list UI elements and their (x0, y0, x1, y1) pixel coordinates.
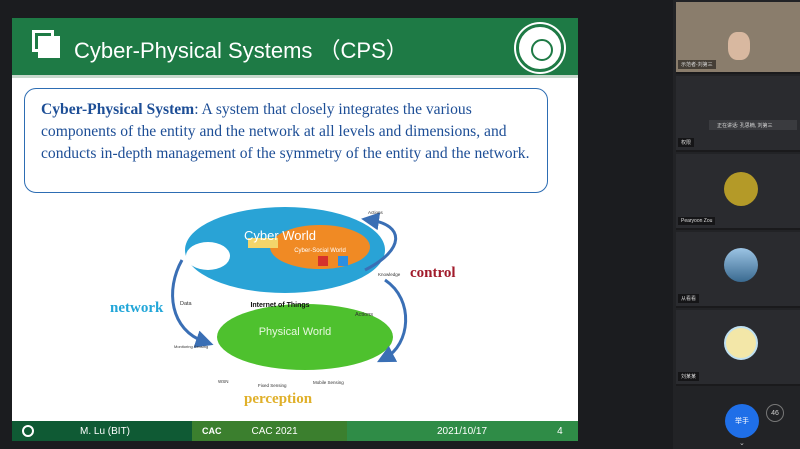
participant-name: 刘某某 (678, 372, 700, 381)
speaker-face (728, 32, 750, 60)
university-logo (516, 24, 564, 72)
participant-tile[interactable]: 正在讲话: 孔思楠, 刘第三 权限 (676, 76, 800, 152)
data-label: Data (180, 301, 193, 307)
participant-name: Pearyoon Zou (678, 217, 716, 225)
speaking-banner: 正在讲话: 孔思楠, 刘第三 (709, 120, 797, 130)
avatar (724, 248, 758, 282)
perception-label: perception (244, 391, 313, 407)
square-icon (38, 36, 60, 58)
participant-name: 权限 (678, 138, 695, 147)
actions-right-label: Actions (355, 312, 373, 318)
footer-page: 4 (557, 425, 563, 437)
wsn-label: WSN (218, 379, 229, 384)
cac-logo: CAC (202, 426, 222, 436)
iot-label: Internet of Things (250, 302, 309, 309)
definition-term: Cyber-Physical System (41, 101, 195, 118)
control-label: control (410, 265, 456, 281)
cloud-icon (186, 242, 230, 270)
mobile-sensing-label: Mobile Sensing (313, 380, 344, 385)
participant-video[interactable]: 示范者-刘第三 (676, 2, 800, 74)
raise-hand-button[interactable]: 举手 (725, 404, 759, 438)
footer-conf: CAC 2021 (251, 425, 298, 437)
fixed-sensing-label: Fixed Sensing (258, 383, 287, 388)
definition-text: : A system that closely integrates the v… (41, 101, 530, 162)
participant-tile[interactable]: 刘某某 (676, 310, 800, 386)
network-value: 46 (771, 409, 779, 417)
twitter-icon (338, 256, 348, 266)
cyber-social-label: Cyber-Social World (294, 248, 346, 254)
participant-panel: 示范者-刘第三 正在讲话: 孔思楠, 刘第三 权限 Pearyoon Zou 从… (673, 0, 800, 449)
knowledge-label: Knowledge (378, 272, 401, 277)
chevron-down-icon[interactable]: ⌄ (739, 440, 745, 447)
physical-world-label: Physical World (259, 326, 332, 338)
cyber-world-label: Cyber World (244, 228, 316, 243)
battery-icon (248, 238, 278, 248)
participant-name: 示范者-刘第三 (678, 60, 716, 69)
definition-box: Cyber-Physical System: A system that clo… (24, 88, 548, 193)
participant-tile[interactable]: 从看看 (676, 232, 800, 308)
participant-tile[interactable]: Pearyoon Zou (676, 154, 800, 230)
avatar (724, 172, 758, 206)
slide-footer: M. Lu (BIT) CAC CAC 2021 2021/10/17 4 (12, 421, 578, 441)
logo-icon (22, 425, 34, 437)
presentation-slide: Cyber-Physical Systems （CPS） Cyber-Physi… (12, 18, 578, 441)
network-label: network (110, 300, 164, 316)
avatar (724, 326, 758, 360)
raise-hand-label: 举手 (735, 418, 749, 425)
cps-diagram: Cyber World Cyber-Social World Internet … (171, 207, 408, 388)
footer-date: 2021/10/17 (437, 425, 488, 437)
network-indicator: 46 (766, 404, 784, 422)
footer-author: M. Lu (BIT) (80, 425, 131, 437)
slide-title: Cyber-Physical Systems （CPS） (74, 38, 408, 63)
actions-top-label: Actions (368, 210, 384, 215)
monitoring-label: Monitoring Sensing (174, 344, 208, 349)
slide-header: Cyber-Physical Systems （CPS） (12, 18, 578, 78)
physical-world-ellipse (217, 304, 393, 370)
participant-name: 从看看 (678, 294, 700, 303)
google-plus-icon (318, 256, 328, 266)
